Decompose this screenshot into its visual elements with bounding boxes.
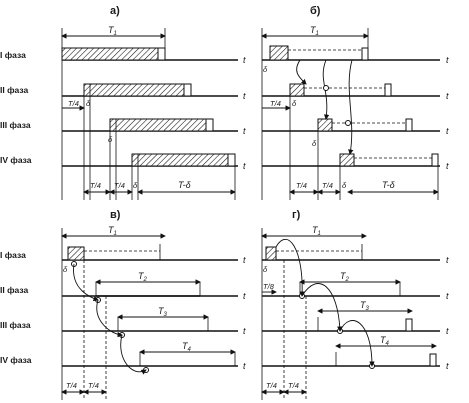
t1-label: T1 xyxy=(108,225,117,237)
switch-arrow xyxy=(301,283,343,332)
delta-label: δ xyxy=(86,99,91,108)
switch-node xyxy=(323,85,329,91)
switch-arrow xyxy=(348,59,354,155)
axis-t-label: t xyxy=(446,126,449,136)
phase-2-delta xyxy=(183,83,192,97)
axis-t-label: t xyxy=(446,361,449,371)
panel-v: в) I фаза II фаза III фаза IV фаза t t t… xyxy=(0,209,246,400)
switch-arrow xyxy=(275,239,305,297)
phase-3-delta xyxy=(405,118,413,132)
t2-label: T2 xyxy=(138,271,148,283)
delta-label: δ xyxy=(292,99,297,108)
axis-t-label: t xyxy=(243,291,246,301)
axis-t-label: t xyxy=(446,55,449,65)
phase-label-4: IV фаза xyxy=(0,155,32,165)
phase-4-delta xyxy=(429,353,437,367)
panel-a: а) I фаза II фаза III фаза IV фаза t t t… xyxy=(0,5,246,200)
t-minus-delta-label: T-δ xyxy=(178,180,192,190)
t2-label: T2 xyxy=(340,271,350,283)
phase-4-pulse xyxy=(339,153,355,167)
axis-t-label: t xyxy=(243,126,246,136)
phase-label-1: I фаза xyxy=(0,250,26,260)
phase-1-pulse xyxy=(269,45,289,61)
t1-label: T1 xyxy=(108,25,117,37)
delta-label: δ xyxy=(108,135,113,144)
axis-t-label: t xyxy=(243,255,246,265)
axis-t-label: t xyxy=(446,91,449,101)
t4-label: T4 xyxy=(380,335,390,347)
phase-1-pulse xyxy=(265,246,277,261)
delta-label: δ xyxy=(63,265,68,274)
phase-label-4: IV фаза xyxy=(0,355,32,365)
phase-3-delta xyxy=(405,318,413,332)
switch-arrow xyxy=(96,299,123,338)
panel-label-b: б) xyxy=(310,5,321,17)
quarter-label: T/4 xyxy=(266,381,277,390)
switch-node xyxy=(345,120,351,126)
axis-t-label: t xyxy=(243,161,246,171)
phase-3-pulse xyxy=(109,118,207,132)
delta-label: δ xyxy=(342,181,347,190)
delta-label: δ xyxy=(133,181,138,190)
axis-t-label: t xyxy=(243,326,246,336)
phase-2-delta xyxy=(384,83,392,97)
quarter-label: T/4 xyxy=(88,381,99,390)
axis-t-label: t xyxy=(243,91,246,101)
panel-b: б) t t t t δ xyxy=(261,5,449,200)
switch-arrow xyxy=(339,320,375,367)
phase-label-3: III фаза xyxy=(0,120,31,130)
axis-t-label: t xyxy=(243,361,246,371)
phase-1-delta xyxy=(157,47,166,61)
delta-label: δ xyxy=(263,65,268,74)
phase-3-pulse xyxy=(317,118,333,132)
phase-4-delta xyxy=(431,153,439,167)
phase-1-delta xyxy=(361,47,369,61)
quarter-label: T/4 xyxy=(114,181,125,190)
phase-2-pulse xyxy=(289,83,305,97)
panel-label-v: в) xyxy=(110,209,121,221)
quarter-label: T/4 xyxy=(68,99,79,108)
switch-arrow xyxy=(296,59,307,85)
phase-3-delta xyxy=(205,118,214,132)
t3-label: T3 xyxy=(360,300,370,312)
phase-label-1: I фаза xyxy=(0,50,26,60)
phase-4-delta xyxy=(227,153,236,167)
switch-arrow xyxy=(73,263,99,302)
axis-t-label: t xyxy=(446,161,449,171)
t1-label: T1 xyxy=(310,25,319,37)
eighth-label: T/8 xyxy=(263,282,275,291)
phase-label-3: III фаза xyxy=(0,320,31,330)
t4-label: T4 xyxy=(182,341,192,353)
axis-t-label: t xyxy=(446,255,449,265)
phase-1-pulse xyxy=(61,47,159,61)
quarter-label: T/4 xyxy=(322,181,333,190)
quarter-label: T/4 xyxy=(296,181,307,190)
panel-label-a: а) xyxy=(110,5,120,17)
axis-t-label: t xyxy=(243,55,246,65)
quarter-label: T/4 xyxy=(90,181,101,190)
phase-label-2: II фаза xyxy=(0,85,28,95)
quarter-label: T/4 xyxy=(66,381,77,390)
phase-4-pulse xyxy=(131,153,229,167)
delta-label: δ xyxy=(263,265,268,274)
t1-label: T1 xyxy=(312,225,321,237)
phase-2-pulse xyxy=(83,83,185,97)
delta-label: δ xyxy=(312,139,317,148)
axis-t-label: t xyxy=(446,326,449,336)
switch-arrow xyxy=(120,334,147,375)
quarter-label: T/4 xyxy=(270,99,281,108)
phase-label-2: II фаза xyxy=(0,285,28,295)
t3-label: T3 xyxy=(158,306,168,318)
quarter-label: T/4 xyxy=(288,381,299,390)
phase-1-pulse xyxy=(67,246,85,261)
axis-t-label: t xyxy=(446,291,449,301)
t-minus-delta-label: T-δ xyxy=(382,180,396,190)
panel-label-g: г) xyxy=(292,209,301,221)
panel-g: г) t t t t T1 δ T/8 T2 T3 xyxy=(261,209,449,400)
